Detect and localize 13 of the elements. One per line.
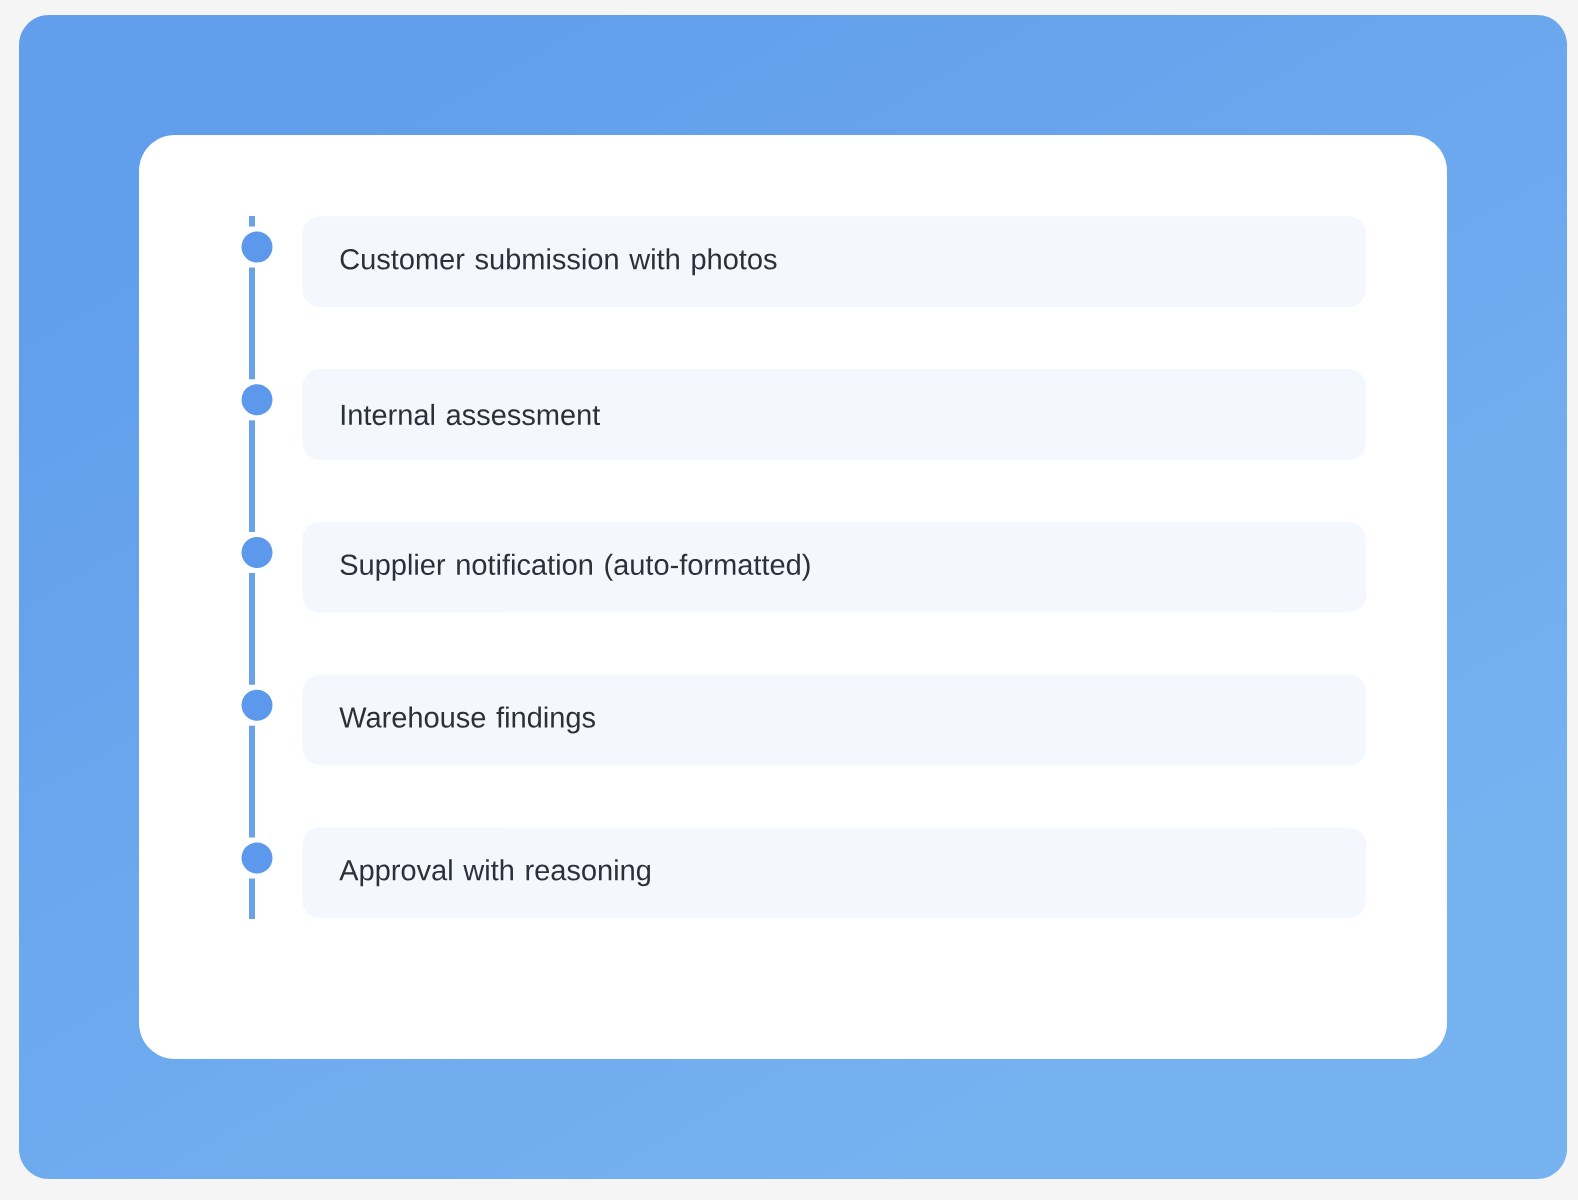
step-box: Customer submission with photos [302,216,1367,308]
timeline-line [249,725,255,838]
step-box: Warehouse findings [302,674,1367,766]
timeline-line [249,573,255,685]
step-box: Approval with reasoning [302,827,1367,919]
step-box: Internal assessment [302,369,1367,460]
timeline-dot [241,384,273,416]
timeline-dot [241,689,273,721]
timeline-dot [241,231,273,263]
timeline-dot [241,842,273,874]
timeline-line [249,267,255,380]
timeline-dot [241,537,273,568]
step-box: Supplier notification (auto-formatted) [302,521,1367,613]
